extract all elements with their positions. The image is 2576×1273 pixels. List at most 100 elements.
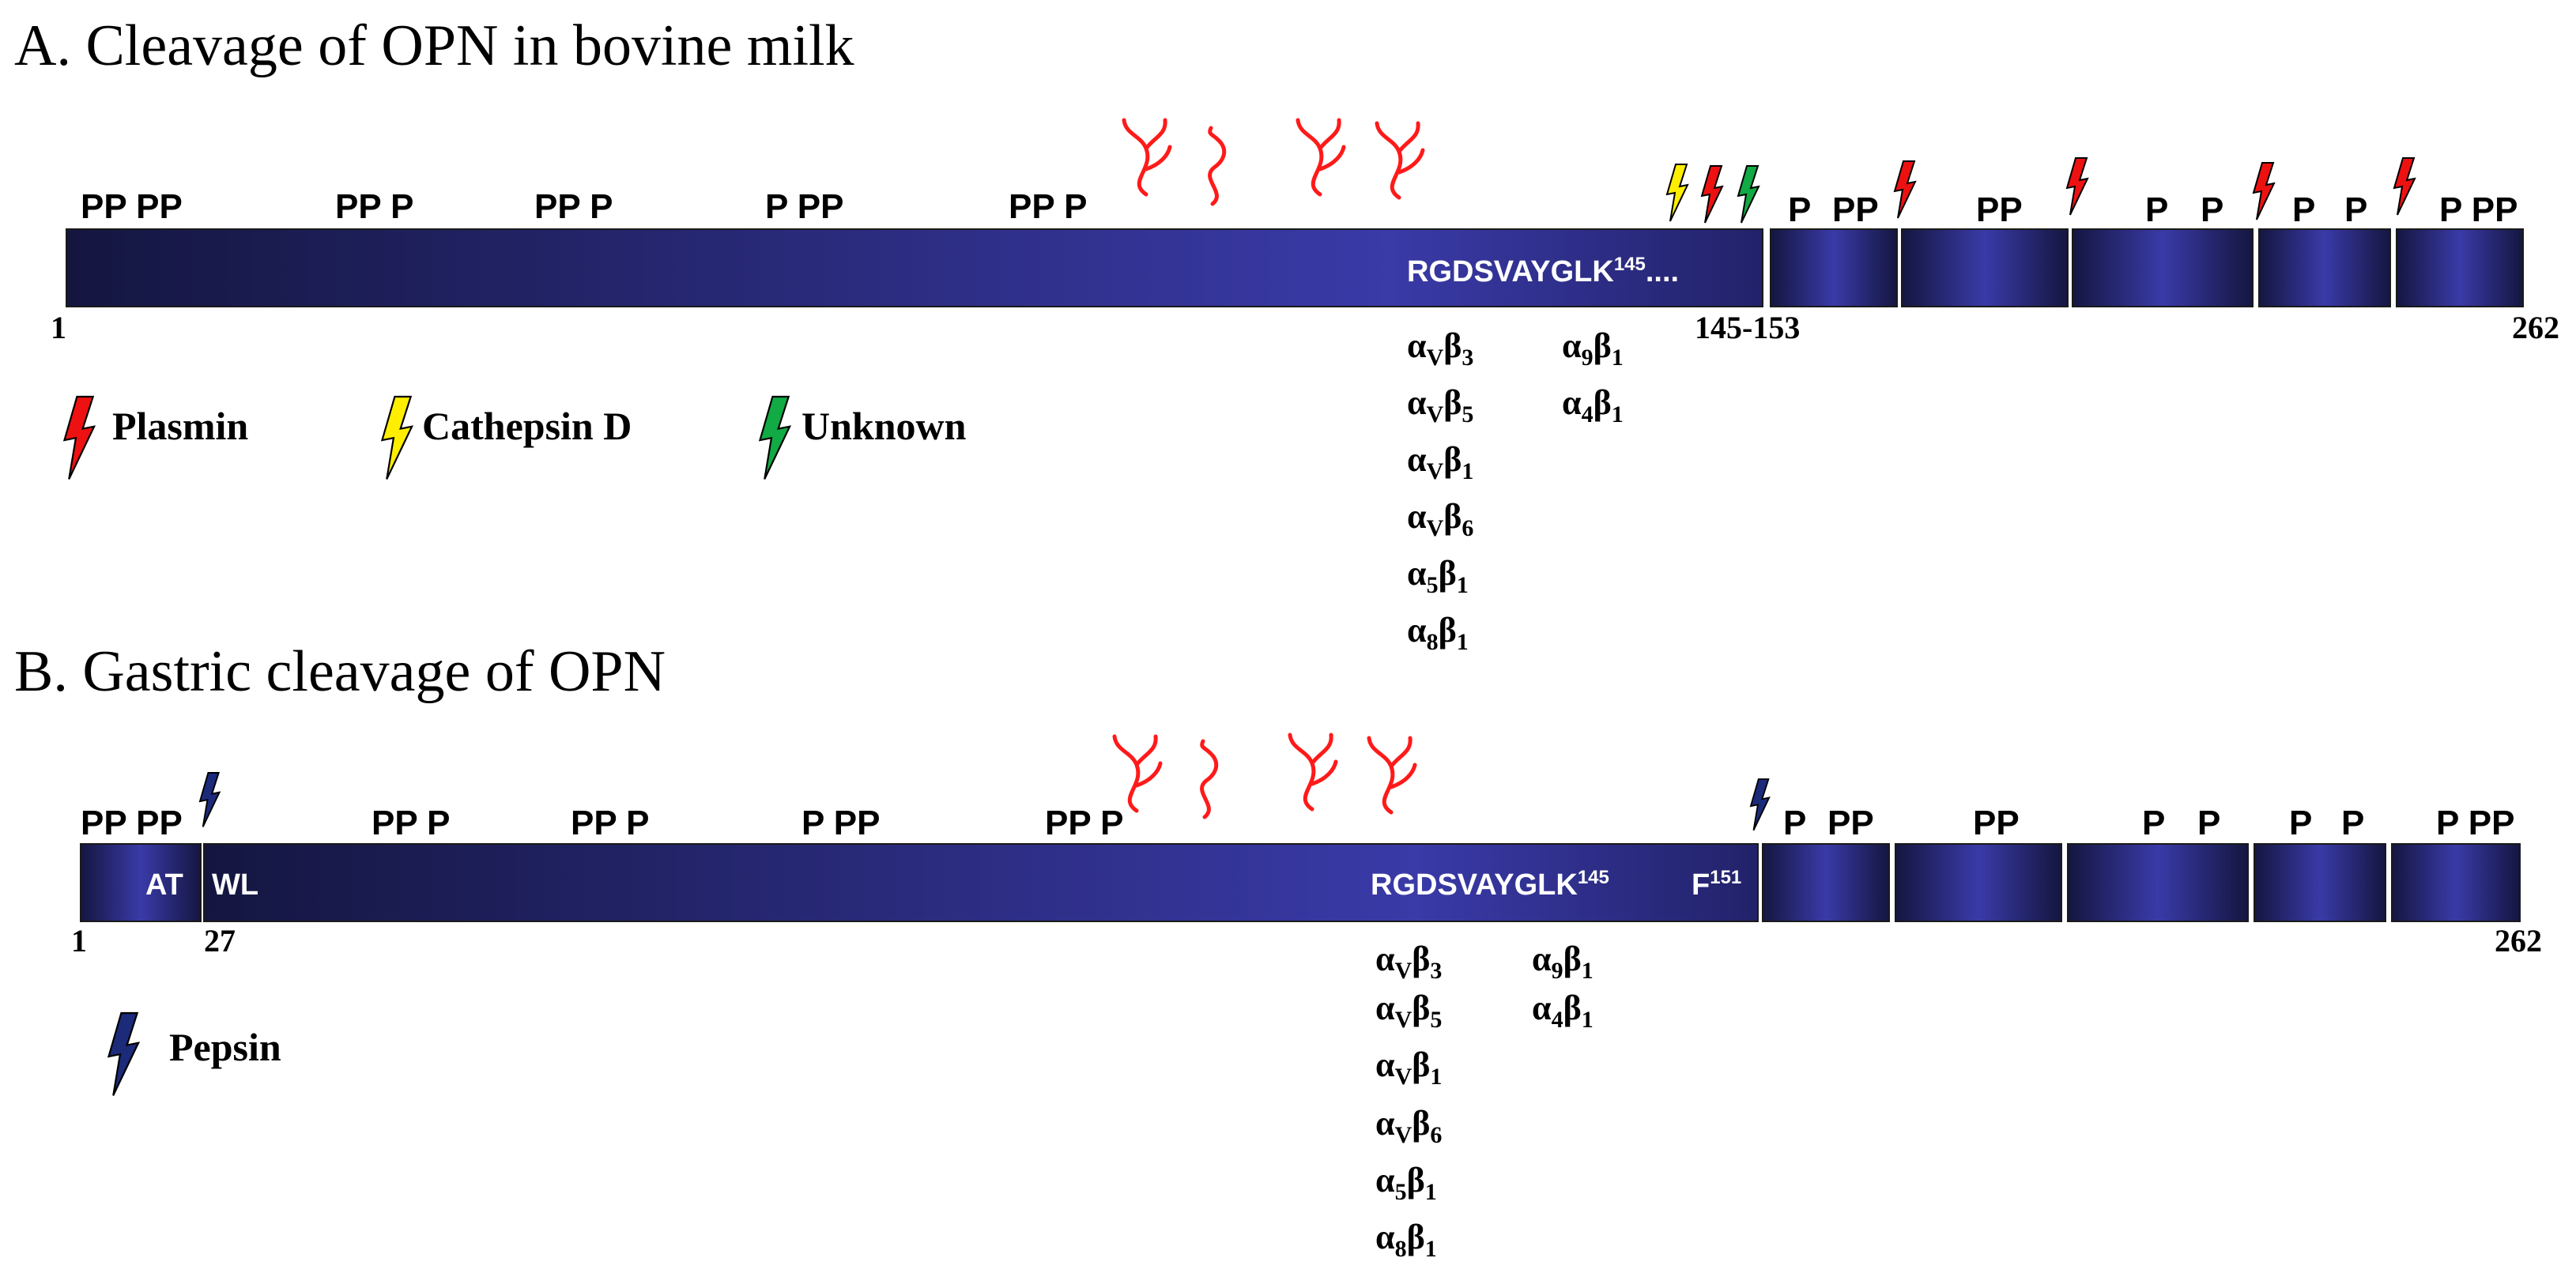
phospho-label: PP P [534, 187, 613, 226]
glycan-group [1115, 735, 1415, 817]
legend-label-cathepsin-d: Cathepsin D [422, 404, 632, 448]
opn-fragment-domain [1762, 843, 1890, 922]
opn-fragment-domain [1770, 228, 1898, 307]
phospho-label: PP P [372, 804, 450, 842]
phospho-label: PP [1973, 804, 2020, 842]
cleavage-range: 145-153 [1695, 310, 1800, 345]
integrin-label: αVβ3 [1407, 326, 1473, 371]
f151-label: F151 [1692, 867, 1741, 902]
glycan-chain [1124, 120, 1170, 194]
phospho-label: P [1788, 190, 1811, 229]
opn-fragment-domain [2067, 843, 2249, 922]
opn-fragment-domain [2254, 843, 2386, 922]
cathepsin-d-legend-icon [381, 395, 413, 480]
plasmin-bolt-icon [2253, 162, 2275, 220]
panel-b: B. Gastric cleavage of OPN PP PP PP P PP… [14, 639, 2542, 1262]
glycan-chain [1377, 123, 1423, 198]
protein-bar-a: RGDSVAYGLK145.... [66, 228, 2524, 307]
phospho-label: PP P [1009, 187, 1087, 226]
phospho-label: P [1783, 804, 1806, 842]
opn-fragment-domain [2396, 228, 2524, 307]
phospho-label: P [2145, 190, 2168, 229]
unknown-legend-icon [759, 395, 791, 480]
glycan-group [1124, 120, 1423, 204]
wl-label: WL [212, 868, 258, 902]
at-fragment-domain [80, 843, 202, 922]
phospho-label: PP P [1045, 804, 1123, 842]
cathepsin-d-bolt-icon [1666, 164, 1688, 222]
unknown-bolt-icon [1737, 165, 1759, 224]
phospho-label: P [2197, 804, 2220, 842]
opn-main-domain [203, 843, 1759, 922]
phospho-label: P PP [2439, 190, 2518, 229]
at-label: AT [145, 868, 183, 902]
opn-fragment-domain [2072, 228, 2254, 307]
plasmin-bolt-icon [1894, 160, 1916, 219]
opn-main-domain [66, 228, 1763, 307]
rgd-sequence: RGDSVAYGLK145 [1371, 867, 1609, 902]
opn-fragment-domain [1895, 843, 2062, 922]
phospho-label: PP P [335, 187, 413, 226]
opn-fragment-domain [2258, 228, 2391, 307]
opn-fragment-domain [2391, 843, 2521, 922]
glycan-chain [1115, 736, 1160, 811]
integrin-label: αVβ3 [1375, 940, 1442, 984]
panel-b-title: B. Gastric cleavage of OPN [14, 639, 666, 704]
integrin-label: αVβ6 [1375, 1104, 1442, 1148]
phospho-label: PP PP [81, 804, 183, 842]
integrin-list-b: αVβ3 αVβ5 αVβ1 αVβ6 α5β1 α8β1 α9β1 α4β1 [1375, 940, 1593, 1262]
phospho-label: P [2289, 804, 2312, 842]
plasmin-legend-icon [63, 395, 96, 480]
integrin-label: α4β1 [1532, 989, 1593, 1033]
legend-b: Pepsin [107, 1011, 281, 1097]
integrin-label: αVβ1 [1407, 440, 1473, 484]
phospho-label: P PP [765, 187, 843, 226]
phospho-label: PP [1832, 190, 1879, 229]
legend-label-plasmin: Plasmin [112, 404, 248, 448]
integrin-label: αVβ5 [1375, 989, 1442, 1033]
pepsin-bolt-icon [1749, 778, 1771, 831]
plasmin-bolt-icon [1701, 165, 1723, 224]
phospho-label: P [2201, 190, 2223, 229]
legend-a: Plasmin Cathepsin D Unknown [63, 395, 967, 480]
plasmin-bolt-icon [2393, 157, 2416, 216]
phospho-label: PP PP [81, 187, 183, 226]
integrin-label: αVβ6 [1407, 497, 1473, 541]
integrin-label: α8β1 [1407, 611, 1469, 655]
glycan-chain [1369, 738, 1415, 812]
glycan-chain [1290, 735, 1336, 809]
start-residue: 1 [51, 310, 66, 345]
phospho-label: PP [1976, 190, 2023, 229]
legend-label-unknown: Unknown [801, 404, 967, 448]
panel-a-title: A. Cleavage of OPN in bovine milk [14, 13, 854, 78]
panel-a: A. Cleavage of OPN in bovine milk PP PP … [14, 13, 2559, 655]
phospho-label: P [2142, 804, 2165, 842]
integrin-label: α4β1 [1562, 383, 1624, 427]
phospho-label: P PP [801, 804, 880, 842]
phospho-labels: PP PP PP P PP P P PP PP P P PP PP P P P … [81, 187, 2518, 229]
pepsin-legend-icon [107, 1011, 140, 1097]
integrin-label: α5β1 [1375, 1161, 1437, 1205]
integrin-label: α8β1 [1375, 1218, 1437, 1262]
rgd-sequence: RGDSVAYGLK145.... [1407, 254, 1679, 288]
glycan-chain [1210, 128, 1224, 204]
end-residue: 262 [2495, 923, 2542, 959]
protein-bar-b: AT WL RGDSVAYGLK145 F151 [80, 843, 2521, 922]
opn-fragment-domain [1901, 228, 2069, 307]
glycan-chain [1202, 741, 1216, 817]
legend-label-pepsin: Pepsin [169, 1025, 281, 1069]
phospho-label: PP P [571, 804, 649, 842]
phospho-label: PP [1827, 804, 1874, 842]
phospho-label: P [2341, 804, 2364, 842]
start-residue: 1 [71, 923, 87, 959]
glycan-chain [1298, 120, 1344, 194]
end-residue: 262 [2512, 310, 2559, 345]
pepsin-bolt-icon [198, 772, 221, 828]
phospho-label: P PP [2436, 804, 2514, 842]
integrin-list-a: αVβ3 αVβ5 αVβ1 αVβ6 α5β1 α8β1 α9β1 α4β1 [1407, 326, 1624, 655]
integrin-label: αVβ5 [1407, 383, 1473, 427]
integrin-label: α9β1 [1532, 940, 1593, 984]
phospho-label: P [2292, 190, 2315, 229]
phospho-label: P [2344, 190, 2367, 229]
